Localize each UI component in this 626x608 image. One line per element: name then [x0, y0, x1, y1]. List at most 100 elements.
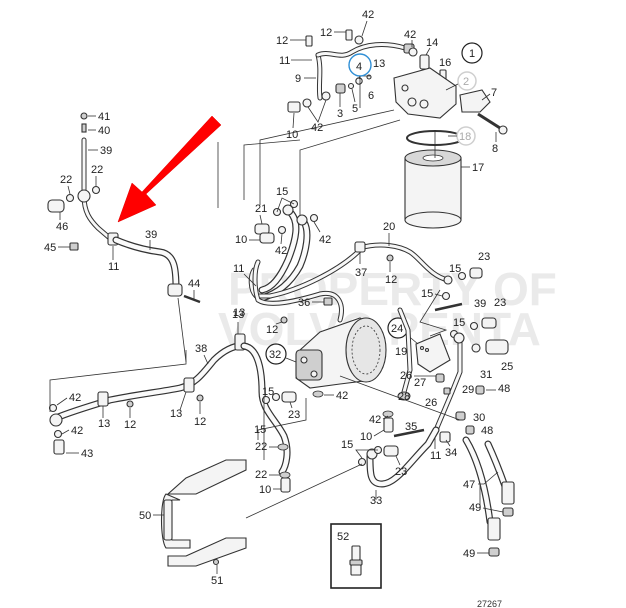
callout-42[interactable]: 42 — [336, 390, 348, 402]
callout-26[interactable]: 26 — [425, 397, 437, 409]
callout-43[interactable]: 43 — [81, 448, 93, 460]
callout-15[interactable]: 15 — [449, 263, 461, 275]
callout-52[interactable]: 52 — [337, 531, 349, 543]
callout-13[interactable]: 13 — [373, 58, 385, 70]
assembly-ref-2[interactable] — [457, 71, 477, 91]
callout-12[interactable]: 12 — [266, 324, 278, 336]
callout-42[interactable]: 42 — [311, 122, 323, 134]
callout-10[interactable]: 10 — [259, 484, 271, 496]
callout-15[interactable]: 15 — [453, 317, 465, 329]
callout-42[interactable]: 42 — [404, 29, 416, 41]
callout-49[interactable]: 49 — [469, 502, 481, 514]
callout-11[interactable]: 11 — [108, 261, 119, 273]
adapter-48 — [475, 385, 485, 395]
callouts-lower-left: 13 38 42 13 12 13 12 42 43 15 23 15 22 2… — [56, 307, 300, 496]
seal-26 — [443, 387, 451, 395]
oil-filter-housing-24: 24 — [339, 289, 509, 443]
callout-31[interactable]: 31 — [480, 369, 492, 381]
callout-23[interactable]: 23 — [288, 409, 300, 421]
callout-42[interactable]: 42 — [369, 414, 381, 426]
callout-22[interactable]: 22 — [91, 164, 103, 176]
callout-36[interactable]: 36 — [298, 297, 310, 309]
callout-16[interactable]: 16 — [439, 57, 451, 69]
callout-51[interactable]: 51 — [211, 575, 223, 587]
callout-39[interactable]: 39 — [100, 145, 112, 157]
callout-20[interactable]: 20 — [383, 221, 395, 233]
callout-34[interactable]: 34 — [445, 447, 457, 459]
callout-21[interactable]: 21 — [255, 203, 267, 215]
bolt-10 — [259, 232, 275, 244]
callout-37[interactable]: 37 — [355, 267, 367, 279]
callout-42[interactable]: 42 — [69, 392, 81, 404]
callout-10[interactable]: 10 — [360, 431, 372, 443]
callout-42[interactable]: 42 — [319, 234, 331, 246]
callout-39[interactable]: 39 — [145, 229, 157, 241]
callout-11[interactable]: 11 — [430, 450, 441, 462]
callout-30[interactable]: 30 — [473, 412, 485, 424]
assembly-ref-1[interactable] — [461, 42, 483, 64]
callout-50[interactable]: 50 — [139, 510, 151, 522]
callout-15[interactable]: 15 — [341, 439, 353, 451]
callout-42[interactable]: 42 — [71, 425, 83, 437]
callout-4[interactable]: 4 — [356, 61, 362, 73]
callout-13[interactable]: 13 — [232, 309, 244, 321]
callout-13[interactable]: 13 — [233, 307, 245, 319]
callout-33[interactable]: 33 — [370, 495, 382, 507]
callout-10[interactable]: 10 — [286, 129, 298, 141]
callout-23[interactable]: 23 — [494, 297, 506, 309]
callout-22[interactable]: 22 — [255, 441, 267, 453]
callout-12[interactable]: 12 — [276, 35, 288, 47]
callout-22[interactable]: 22 — [60, 174, 72, 186]
callout-5[interactable]: 5 — [352, 103, 358, 115]
callout-19[interactable]: 19 — [395, 346, 407, 358]
callout-28[interactable]: 28 — [398, 391, 410, 403]
seal-22 — [277, 443, 289, 451]
callout-48[interactable]: 48 — [481, 425, 493, 437]
callout-3[interactable]: 3 — [337, 108, 343, 120]
callout-15[interactable]: 15 — [421, 288, 433, 300]
callout-46[interactable]: 46 — [56, 221, 68, 233]
callout-9[interactable]: 9 — [295, 73, 301, 85]
callout-13[interactable]: 13 — [170, 408, 182, 420]
middle-pipes — [217, 139, 483, 324]
callout-14[interactable]: 14 — [426, 37, 438, 49]
callout-42[interactable]: 42 — [362, 9, 374, 21]
callout-11[interactable]: 11 — [233, 263, 244, 275]
callout-40[interactable]: 40 — [98, 125, 110, 137]
assembly-ref-32[interactable] — [265, 343, 287, 365]
callout-12[interactable]: 12 — [194, 416, 206, 428]
callout-11[interactable]: 11 — [279, 55, 290, 67]
callout-41[interactable]: 41 — [98, 111, 110, 123]
callout-44[interactable]: 44 — [188, 278, 200, 290]
callout-12[interactable]: 12 — [320, 27, 332, 39]
bolt-10-top — [287, 101, 301, 113]
callout-12[interactable]: 12 — [385, 274, 397, 286]
callout-7[interactable]: 7 — [491, 87, 497, 99]
callout-12[interactable]: 12 — [124, 419, 136, 431]
callout-25[interactable]: 25 — [501, 361, 513, 373]
callout-13[interactable]: 13 — [98, 418, 110, 430]
callout-29[interactable]: 29 — [462, 384, 474, 396]
callout-23[interactable]: 23 — [395, 466, 407, 478]
callout-6[interactable]: 6 — [368, 90, 374, 102]
callout-17[interactable]: 17 — [472, 162, 484, 174]
callout-42[interactable]: 42 — [275, 245, 287, 257]
callout-10[interactable]: 10 — [235, 234, 247, 246]
callout-15[interactable]: 15 — [262, 386, 274, 398]
callout-35[interactable]: 35 — [405, 421, 417, 433]
callout-27[interactable]: 27 — [414, 377, 426, 389]
callout-26[interactable]: 26 — [400, 370, 412, 382]
callout-8[interactable]: 8 — [492, 143, 498, 155]
callout-48[interactable]: 48 — [498, 383, 510, 395]
pipe-39 — [112, 236, 180, 292]
housing-24 — [415, 333, 451, 373]
callout-23[interactable]: 23 — [478, 251, 490, 263]
callout-15[interactable]: 15 — [254, 424, 266, 436]
callout-49[interactable]: 49 — [463, 548, 475, 560]
callout-47[interactable]: 47 — [463, 479, 475, 491]
callout-15[interactable]: 15 — [276, 186, 288, 198]
callout-45[interactable]: 45 — [44, 242, 56, 254]
callout-38[interactable]: 38 — [195, 343, 207, 355]
callout-22[interactable]: 22 — [255, 469, 267, 481]
callout-39[interactable]: 39 — [474, 298, 486, 310]
